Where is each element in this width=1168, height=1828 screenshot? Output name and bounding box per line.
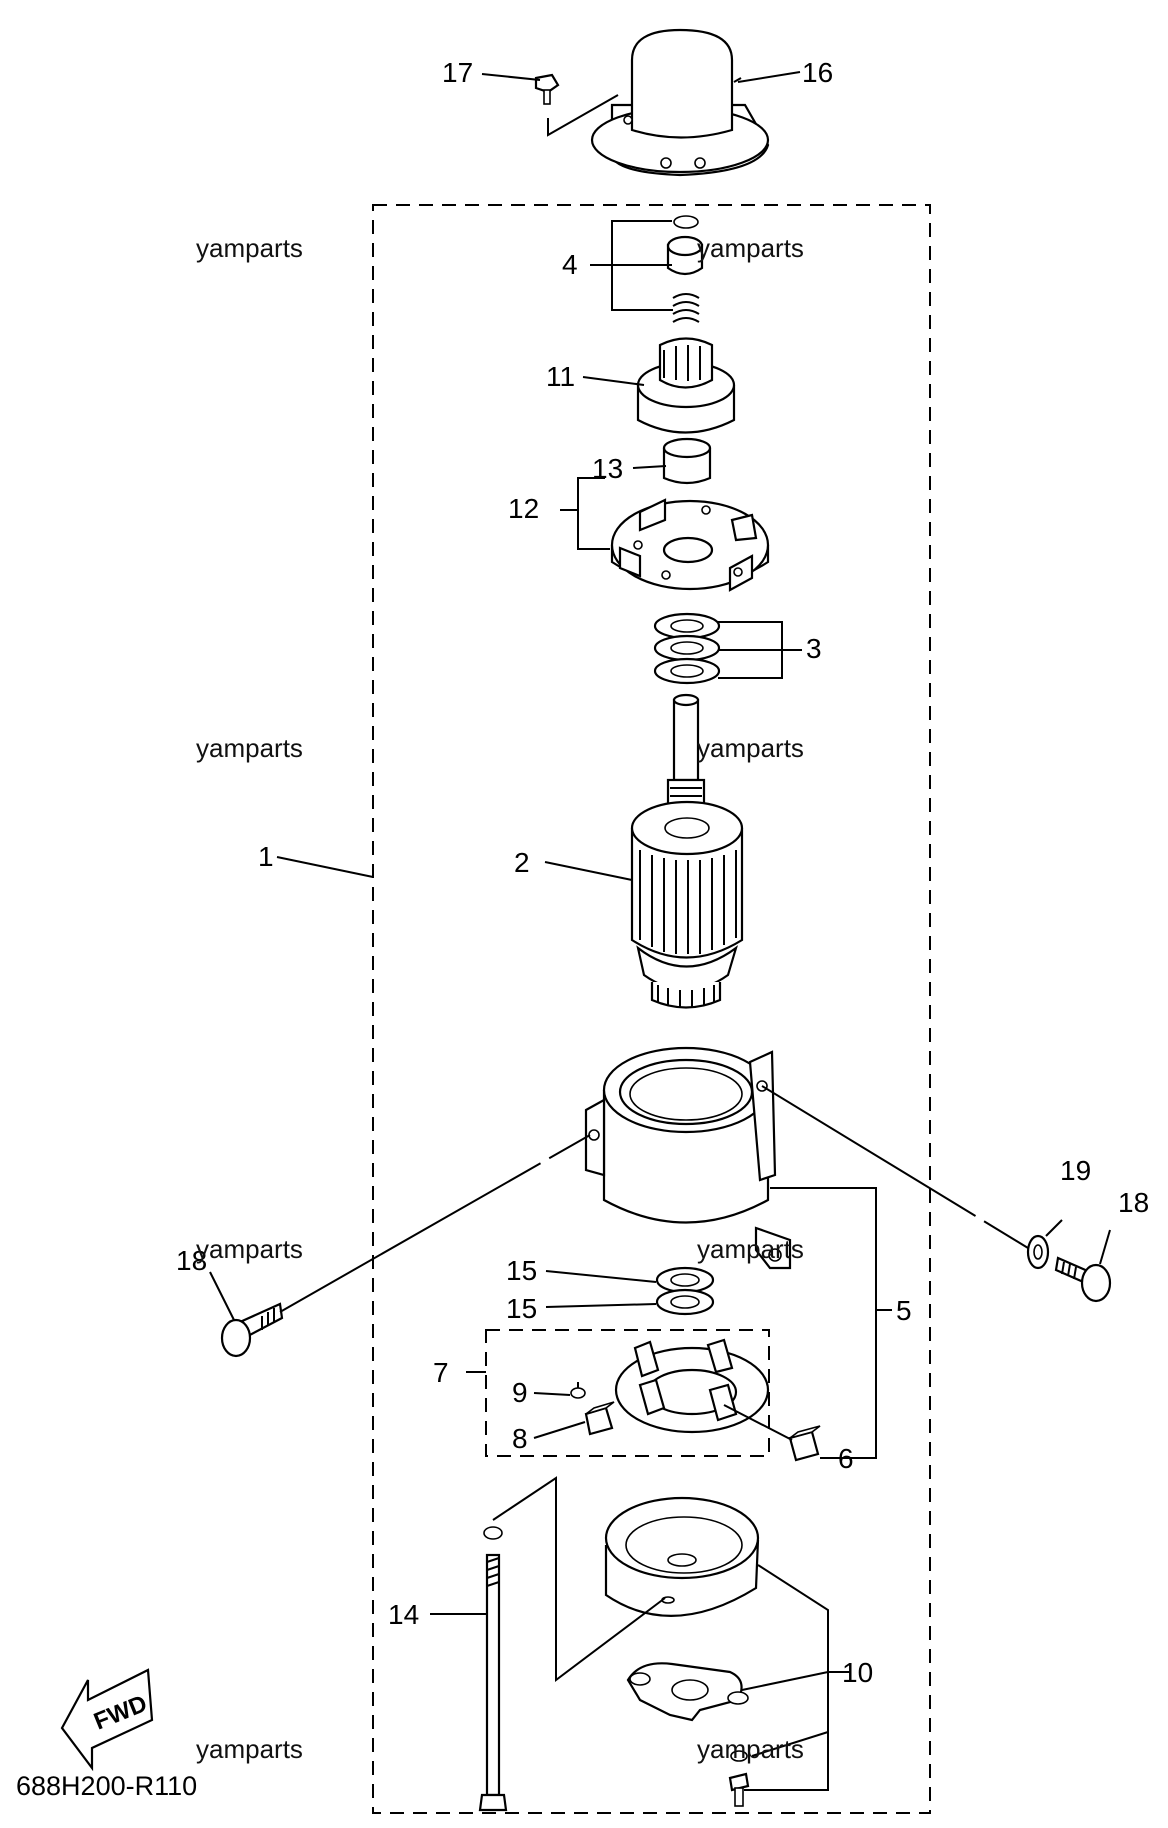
fwd-direction-arrow: FWD: [60, 1668, 154, 1772]
callout-5: 5: [896, 1295, 912, 1326]
callout-1: 1: [258, 841, 274, 872]
callout-11: 11: [546, 361, 575, 392]
brush-holder-part-7: [614, 1338, 770, 1434]
screw-part-17: [534, 73, 560, 105]
callout-15a: 15: [506, 1255, 537, 1286]
bolt-part-18-left: [220, 1302, 284, 1358]
callout-3: 3: [806, 633, 822, 664]
rear-cover-part-10: [604, 1496, 760, 1617]
washers-part-3: [653, 612, 721, 685]
watermark: yamparts: [196, 1234, 303, 1264]
assembly-frame: [372, 204, 931, 1814]
watermark: yamparts: [697, 1734, 804, 1764]
callout-6: 6: [838, 1443, 854, 1474]
callout-8: 8: [512, 1423, 528, 1454]
drive-spring-set-part-4: [666, 215, 704, 323]
callout-2: 2: [514, 847, 530, 878]
bracket-part-10: [626, 1662, 749, 1722]
watermark: yamparts: [697, 233, 804, 263]
callout-18-left: 18: [176, 1245, 207, 1276]
callout-14: 14: [388, 1599, 419, 1630]
diagram-code: 688H200-R110: [16, 1771, 197, 1801]
spring-part-9: [570, 1382, 586, 1399]
brush-holder-frame: [485, 1329, 770, 1457]
watermark: yamparts: [196, 1734, 303, 1764]
callout-16: 16: [802, 57, 833, 88]
callout-12: 12: [508, 493, 539, 524]
bushing-part-13: [662, 437, 712, 485]
watermark: yamparts: [196, 233, 303, 263]
through-bolt-part-14: [478, 1526, 508, 1812]
callout-18-right: 18: [1118, 1187, 1149, 1218]
bolt-part-18-right: [1054, 1256, 1112, 1303]
cap-part-16: [590, 28, 770, 177]
brush-part-8: [584, 1401, 615, 1436]
watermarks: yamparts yamparts yamparts yamparts yamp…: [196, 233, 804, 1764]
watermark: yamparts: [697, 733, 804, 763]
pinion-part-11: [636, 337, 736, 434]
callout-15b: 15: [506, 1293, 537, 1324]
callout-13: 13: [592, 453, 623, 484]
callout-17: 17: [442, 57, 473, 88]
callout-labels: 1 2 3 4 5 6 7 8 9 10 11 12 13 14 15 15 1…: [176, 57, 1149, 1688]
washer-part-19: [1026, 1234, 1050, 1270]
washers-part-15: [655, 1266, 715, 1316]
callout-9: 9: [512, 1377, 528, 1408]
callout-19: 19: [1060, 1155, 1091, 1186]
screw-part-10: [728, 1750, 750, 1807]
watermark: yamparts: [697, 1234, 804, 1264]
leader-lines: [209, 71, 1111, 1791]
armature-part-2: [630, 693, 744, 1009]
callout-4: 4: [562, 249, 578, 280]
callout-10: 10: [842, 1657, 873, 1688]
watermark: yamparts: [196, 733, 303, 763]
callout-7: 7: [433, 1357, 449, 1388]
end-bracket-part-12: [610, 498, 770, 592]
brush-part-6: [788, 1425, 821, 1462]
yoke-part-5: [584, 1046, 792, 1270]
